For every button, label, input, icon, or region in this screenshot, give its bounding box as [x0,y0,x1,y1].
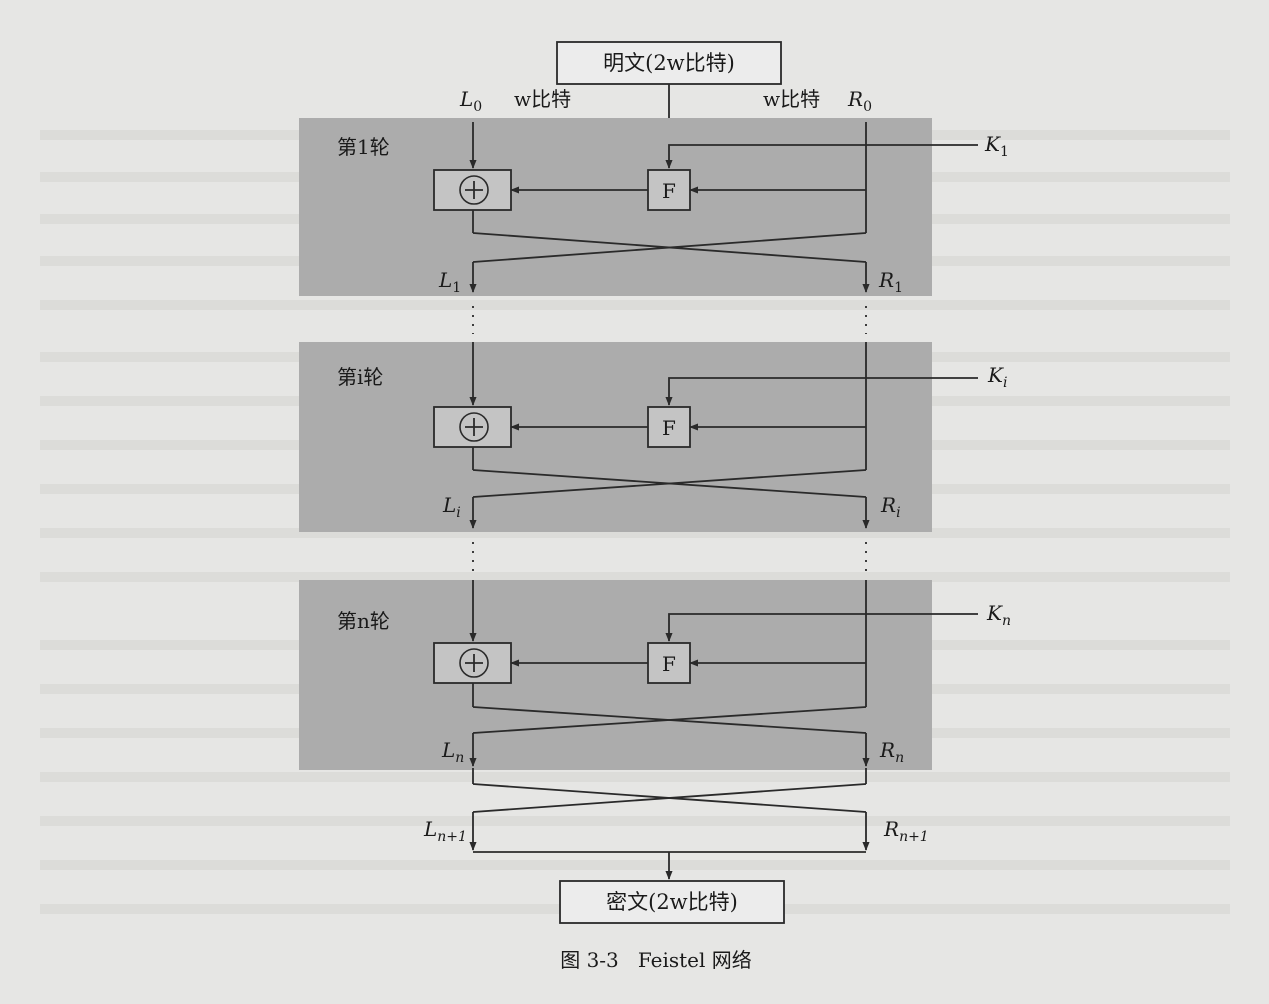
round-n-key-line [665,613,978,642]
round-1-f-box [647,169,691,211]
round-1: 第1轮 F K1 L1 R1 [299,118,1009,296]
r0-label: R0 [847,87,872,115]
ri-label: Ri [880,493,901,521]
right-width-label: w比特 [763,87,820,111]
round-n-cross-b [472,706,867,734]
l0-label: L0 [459,87,482,115]
round-i: 第i轮 F Ki Li Ri [299,342,1007,532]
rn1-label: Rn+1 [883,817,929,845]
round-1-key-line [665,144,978,169]
round-1-panel [299,118,932,296]
round-n-label: 第n轮 [337,609,390,633]
l1-label: L1 [438,268,461,296]
ciphertext-box [559,880,785,924]
round-i-f-box [647,406,691,448]
round-n-f-label: F [662,652,676,676]
round-1-label: 第1轮 [337,135,390,159]
li-label: Li [442,493,461,521]
round-i-cross-b [472,469,867,498]
rn-label: Rn [879,738,904,766]
r1-label: R1 [878,268,903,296]
round-i-xor-icon [459,412,489,442]
ln1-label: Ln+1 [423,817,467,845]
round-1-cross-b [472,232,867,263]
round-n-key-label: Kn [986,601,1011,629]
round-1-key-label: K1 [984,132,1009,160]
round-i-key-label: Ki [987,363,1007,391]
round-n-xor-icon [459,648,489,678]
round-n-panel [299,580,932,770]
figure-caption: 图 3-3 Feistel 网络 [560,948,752,972]
final-swap-b [472,783,867,813]
plaintext-label: 明文(2w比特) [603,51,735,75]
round-1-f-label: F [662,179,676,203]
round-n-f-box [647,642,691,684]
round-i-f-label: F [662,416,676,440]
round-i-key-line [665,377,978,406]
round-n: 第n轮 F Kn Ln Rn [299,580,1011,770]
round-i-label: 第i轮 [337,365,383,389]
left-width-label: w比特 [514,87,571,111]
round-i-panel [299,342,932,532]
ln-label: Ln [441,738,464,766]
ciphertext-label: 密文(2w比特) [606,890,738,914]
round-1-xor-icon [459,175,489,205]
